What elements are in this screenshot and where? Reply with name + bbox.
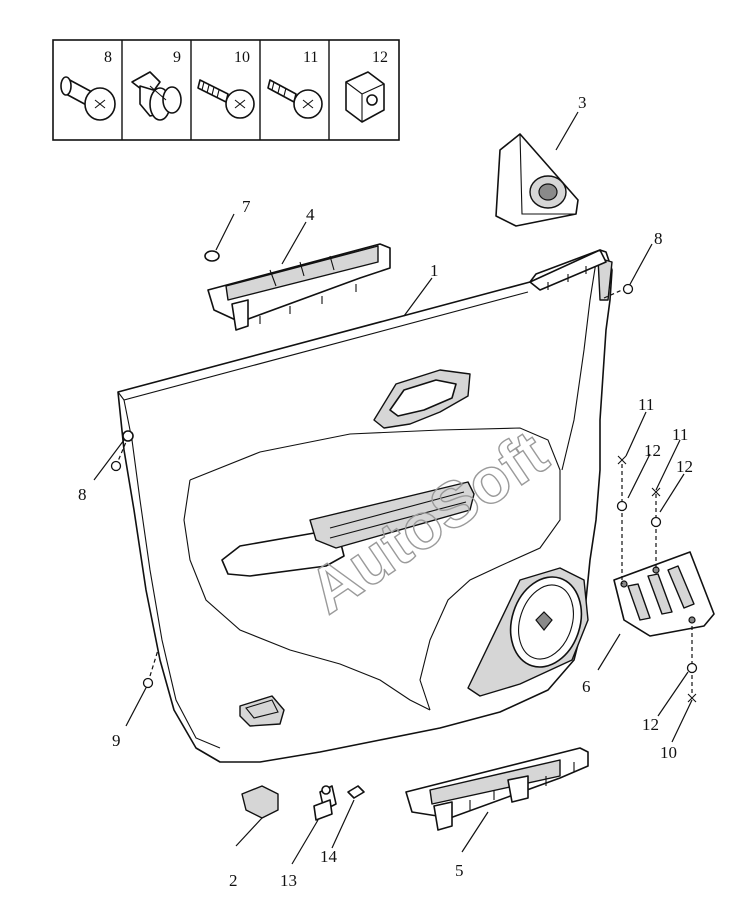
- screw-marker: [617, 455, 627, 465]
- rivet-marker: [622, 283, 634, 295]
- fastener-legend-box: 8 9 10 11 12: [52, 39, 400, 141]
- clip-marker: [142, 677, 154, 689]
- leader-lines: [93, 111, 693, 865]
- push-rivet-icon: [60, 76, 116, 121]
- legend-label-12: 12: [372, 49, 388, 66]
- callout-12-b: 12: [676, 457, 693, 476]
- screw-marker: [651, 487, 661, 497]
- cover-cap-part: [241, 785, 279, 819]
- rivet-marker: [110, 460, 122, 472]
- legend-label-11: 11: [303, 49, 318, 66]
- legend-label-9: 9: [173, 49, 181, 66]
- callout-numbers: 1 2 3 4 5 6 7 8 8 9 10 11 11 12 12 12 13…: [78, 93, 693, 890]
- callout-11-b: 11: [672, 425, 688, 444]
- door-switch-part: [313, 785, 337, 821]
- callout-11-a: 11: [638, 395, 654, 414]
- small-clip-part: [347, 785, 365, 799]
- door-trim-panel-part: [117, 249, 613, 763]
- callout-7: 7: [242, 197, 251, 216]
- nut-clip-marker: [616, 500, 628, 512]
- callout-1: 1: [430, 261, 439, 280]
- legend-label-8: 8: [104, 49, 112, 66]
- callout-9: 9: [112, 731, 121, 750]
- trim-clip-icon: [131, 71, 182, 121]
- nut-clip-marker: [686, 662, 698, 674]
- nut-clip-icon: [345, 71, 385, 123]
- screw-marker: [687, 693, 697, 703]
- screw-long-icon: [197, 79, 255, 119]
- tweeter-cover-part: [495, 133, 579, 227]
- callout-12-a: 12: [644, 441, 661, 460]
- switch-panel-lower-part: [405, 747, 589, 831]
- small-plug-part: [204, 250, 220, 262]
- callout-6: 6: [582, 677, 591, 696]
- callout-4: 4: [306, 205, 315, 224]
- nut-clip-marker: [650, 516, 662, 528]
- screw-short-icon: [267, 79, 323, 119]
- callout-12-c: 12: [642, 715, 659, 734]
- callout-2: 2: [229, 871, 238, 890]
- callout-3: 3: [578, 93, 587, 112]
- callout-8-left: 8: [78, 485, 87, 504]
- fastener-markers: [110, 283, 698, 703]
- callout-14: 14: [320, 847, 338, 866]
- callout-5: 5: [455, 861, 464, 880]
- callout-8-top: 8: [654, 229, 663, 248]
- callout-13: 13: [280, 871, 297, 890]
- switch-panel-upper-part: [207, 243, 391, 331]
- callout-10: 10: [660, 743, 677, 762]
- speaker-bracket-part: [613, 551, 715, 637]
- legend-label-10: 10: [234, 49, 250, 66]
